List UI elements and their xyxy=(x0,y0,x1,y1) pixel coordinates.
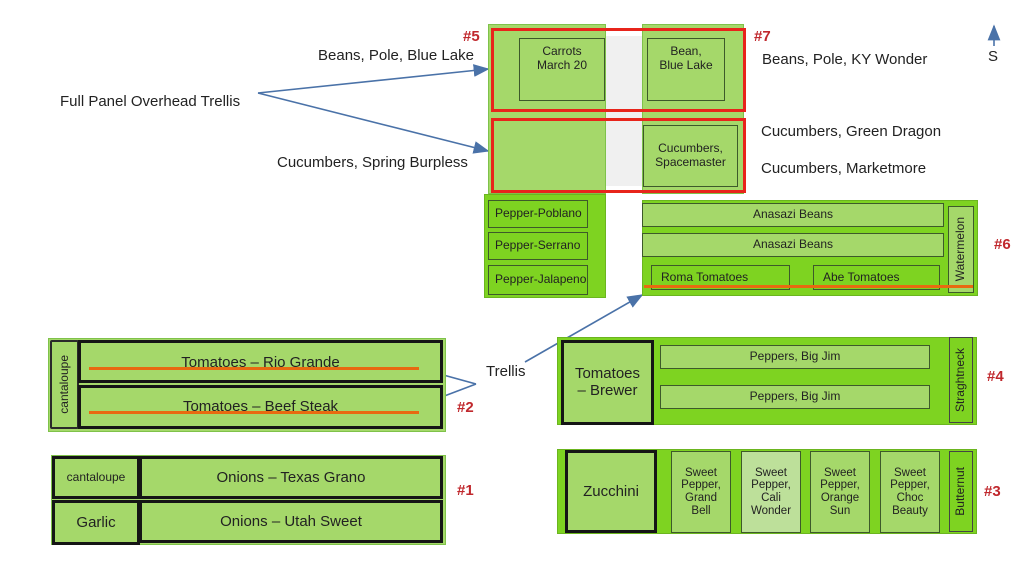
plot-pepper-poblano[interactable]: Pepper-Poblano xyxy=(488,200,588,228)
plot-onions-utah-sweet[interactable]: Onions – Utah Sweet xyxy=(139,500,443,543)
straightneck-label: Straghtneck xyxy=(953,347,968,413)
trellis-line-beef-steak xyxy=(89,411,419,414)
overhead-trellis-bottom xyxy=(491,118,746,193)
annotation-cucumbers-marketmore: Cucumbers, Marketmore xyxy=(761,160,927,177)
plot-carrots[interactable]: Carrots March 20 xyxy=(519,38,605,101)
annotation-cucumbers-green-dragon: Cucumbers, Green Dragon xyxy=(761,123,942,140)
annotation-trellis: Trellis xyxy=(486,363,526,380)
plot-garlic[interactable]: Garlic xyxy=(52,500,140,545)
arrow-to-beans xyxy=(257,64,490,94)
annotation-beans-pole-ky-wonder: Beans, Pole, KY Wonder xyxy=(762,51,928,68)
annotation-full-panel-trellis: Full Panel Overhead Trellis xyxy=(60,93,241,110)
plot-tomatoes-brewer[interactable]: Tomatoes – Brewer xyxy=(561,340,654,425)
plot-peppers-big-jim-1[interactable]: Peppers, Big Jim xyxy=(660,345,930,369)
plot-pepper-jalapeno[interactable]: Pepper-Jalapeno xyxy=(488,265,588,295)
plot-peppers-big-jim-2[interactable]: Peppers, Big Jim xyxy=(660,385,930,409)
bed-number-3: #3 xyxy=(984,483,1001,500)
plot-butternut[interactable]: Butternut xyxy=(949,451,973,532)
compass-label: S xyxy=(988,48,999,65)
butternut-label: Butternut xyxy=(953,467,968,516)
cantaloupe-label: cantaloupe xyxy=(56,355,71,414)
plot-tomatoes-rio-grande[interactable]: Tomatoes – Rio Grande xyxy=(78,340,443,383)
plot-cucumbers-spacemaster[interactable]: Cucumbers, Spacemaster xyxy=(643,125,738,187)
watermelon-label: Watermelon xyxy=(953,217,968,282)
arrow-trellis-to-bed6 xyxy=(524,294,644,363)
bed-number-2: #2 xyxy=(457,399,474,416)
plot-anasazi-beans-2[interactable]: Anasazi Beans xyxy=(642,233,944,257)
trellis-line-bed-6 xyxy=(644,285,973,288)
plot-pepper-serrano[interactable]: Pepper-Serrano xyxy=(488,232,588,260)
plot-sweet-pepper-cali-wonder[interactable]: Sweet Pepper, Cali Wonder xyxy=(741,451,801,533)
bed-number-1: #1 xyxy=(457,482,474,499)
annotation-cucumbers-spring-burpless: Cucumbers, Spring Burpless xyxy=(277,154,468,171)
plot-cantaloupe-bed-1[interactable]: cantaloupe xyxy=(52,456,140,499)
plot-tomatoes-beef-steak[interactable]: Tomatoes – Beef Steak xyxy=(78,385,443,429)
plot-sweet-pepper-choc-beauty[interactable]: Sweet Pepper, Choc Beauty xyxy=(880,451,940,533)
plot-watermelon[interactable]: Watermelon xyxy=(948,206,974,293)
bed-number-7: #7 xyxy=(754,28,771,45)
plot-bean-blue-lake[interactable]: Bean, Blue Lake xyxy=(647,38,725,101)
plot-onions-texas-grano[interactable]: Onions – Texas Grano xyxy=(139,456,443,499)
plot-zucchini[interactable]: Zucchini xyxy=(565,450,657,533)
bed-number-5: #5 xyxy=(463,28,480,45)
overhead-trellis-top xyxy=(491,28,746,112)
plot-sweet-pepper-orange-sun[interactable]: Sweet Pepper, Orange Sun xyxy=(810,451,870,533)
plot-sweet-pepper-grand-bell[interactable]: Sweet Pepper, Grand Bell xyxy=(671,451,731,533)
plot-cantaloupe-bed-2[interactable]: cantaloupe xyxy=(50,340,79,429)
plot-straightneck[interactable]: Straghtneck xyxy=(949,337,973,423)
plot-anasazi-beans-1[interactable]: Anasazi Beans xyxy=(642,203,944,227)
annotation-beans-pole-blue-lake: Beans, Pole, Blue Lake xyxy=(318,47,474,64)
bed-number-6: #6 xyxy=(994,236,1011,253)
trellis-line-rio-grande xyxy=(89,367,419,370)
bed-number-4: #4 xyxy=(987,368,1004,385)
arrow-to-cucumbers xyxy=(257,92,490,154)
